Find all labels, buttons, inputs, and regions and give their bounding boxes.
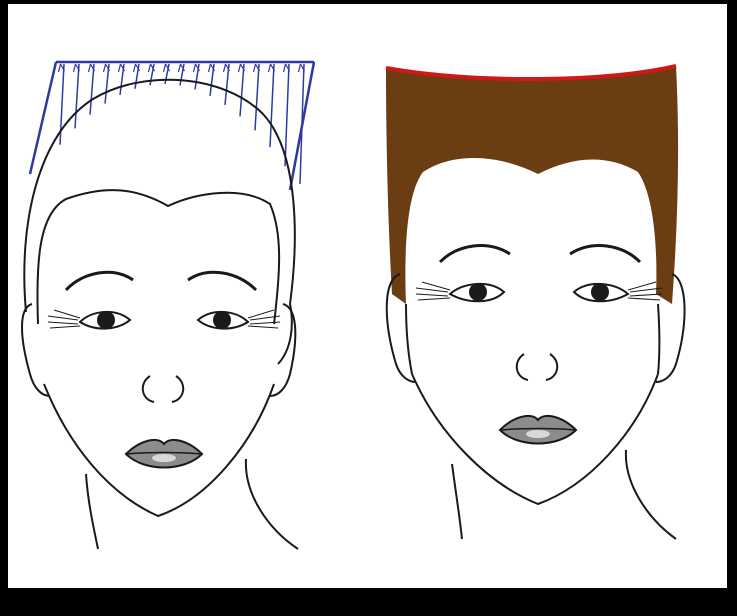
right-face-illustration bbox=[386, 66, 685, 539]
left-face-brow-left bbox=[66, 272, 133, 290]
left-hairline bbox=[37, 190, 279, 324]
guide-line bbox=[255, 64, 259, 130]
right-face-eye-left bbox=[416, 282, 504, 301]
right-face-side-left bbox=[406, 304, 412, 374]
right-face-brow-left bbox=[440, 246, 510, 262]
right-face-neck-right bbox=[626, 450, 676, 539]
right-face-side-right bbox=[658, 304, 660, 374]
guide-line bbox=[270, 64, 274, 147]
face-diagram bbox=[8, 4, 727, 588]
left-head-outline bbox=[24, 80, 294, 364]
left-face-ear-left bbox=[22, 304, 50, 396]
guide-line bbox=[90, 64, 94, 115]
left-face-lips bbox=[126, 440, 202, 468]
left-face-illustration bbox=[22, 62, 314, 549]
diagram-canvas bbox=[8, 4, 727, 588]
left-face-neck-left bbox=[86, 474, 98, 549]
left-face-neck-right bbox=[246, 459, 298, 549]
right-face-neck-left bbox=[452, 464, 462, 539]
hair-shape bbox=[386, 66, 678, 304]
guide-line bbox=[240, 64, 244, 116]
right-face-nose bbox=[517, 354, 557, 380]
left-face-brow-right bbox=[188, 272, 256, 290]
guide-line bbox=[75, 64, 79, 128]
right-face-brow-right bbox=[570, 246, 640, 262]
right-face-lips bbox=[500, 416, 576, 444]
right-face-eye-right bbox=[574, 282, 662, 301]
left-face-eye-right bbox=[198, 310, 280, 329]
guide-line bbox=[285, 64, 289, 166]
left-face-eye-left bbox=[48, 310, 130, 329]
left-face-nose bbox=[143, 376, 183, 402]
guide-left-edge bbox=[30, 62, 56, 174]
